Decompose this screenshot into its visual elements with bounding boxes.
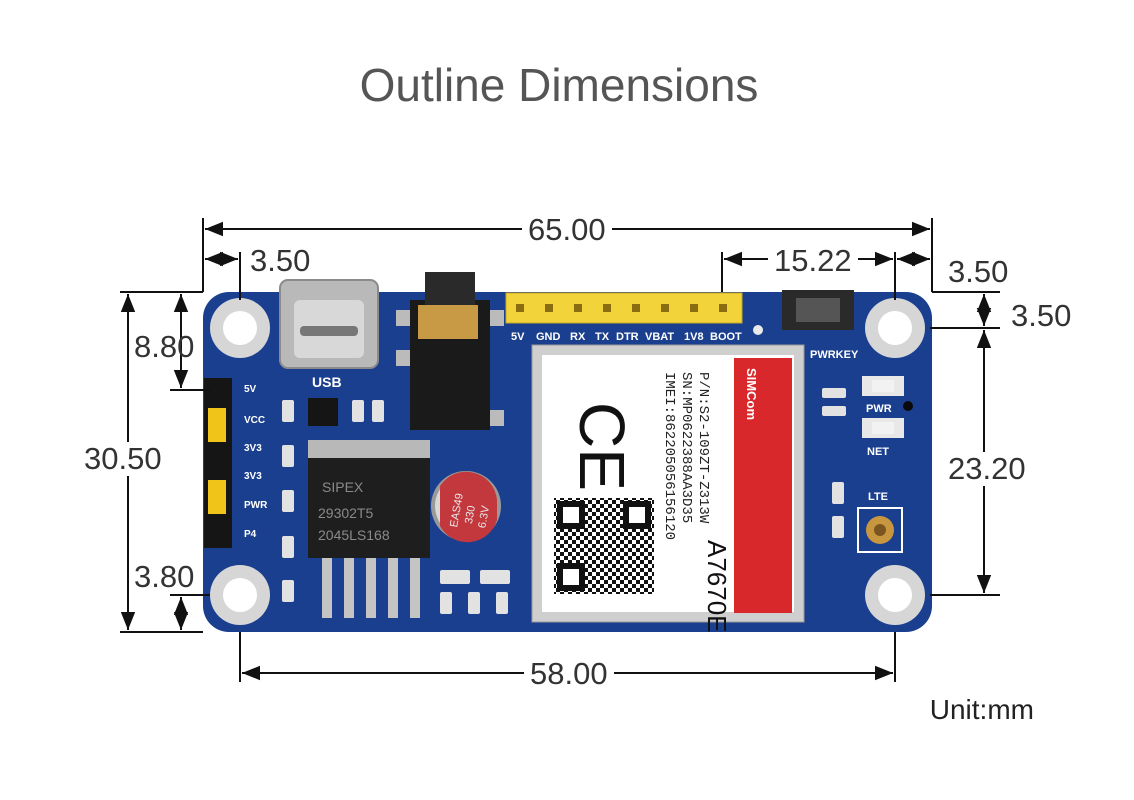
jumper-label-3v3b: 3V3 — [244, 471, 262, 482]
header-label-rx: RX — [570, 331, 586, 343]
jumper-block — [204, 378, 232, 548]
regulator-text-2: 29302T5 — [318, 505, 373, 521]
unit-label: Unit:mm — [929, 694, 1034, 725]
dimension-right-hole-spacing: 23.20 — [942, 452, 1032, 486]
capacitor-text-3: 6.3V — [476, 504, 492, 529]
dimension-bottom-margin: 3.80 — [134, 559, 195, 594]
header-label-tx: TX — [595, 331, 610, 343]
lte-antenna-connector — [857, 507, 903, 553]
electrolytic-capacitor — [431, 471, 501, 543]
simcom-logo: SIMCom — [744, 368, 759, 420]
lte-label: LTE — [868, 491, 888, 503]
led-label-net: NET — [867, 446, 889, 458]
module-model: A7670E — [702, 540, 732, 633]
page-title: Outline Dimensions — [359, 59, 759, 111]
mounting-hole-br — [865, 565, 925, 625]
header-label-vbat: VBAT — [645, 331, 674, 343]
mounting-hole-bl — [210, 565, 270, 625]
capacitor-text-2: 330 — [463, 505, 478, 525]
mounting-hole-tl — [210, 298, 270, 358]
module-pn: P/N:S2-109ZT-Z313W — [695, 372, 711, 524]
dimension-hole-spacing-height: 30.50 — [78, 442, 168, 476]
dimension-hole-spacing-width: 58.00 — [524, 657, 614, 691]
dimension-usb-height: 8.80 — [134, 329, 195, 364]
ic-small — [308, 398, 338, 426]
jumper-label-5v: 5V — [244, 384, 257, 395]
dimension-top-margin: 3.50 — [1011, 298, 1072, 333]
regulator-text-1: SIPEX — [322, 479, 364, 495]
pwrkey-button — [782, 290, 854, 330]
led-label-pwr: PWR — [866, 403, 892, 415]
led-net — [862, 418, 904, 438]
header-label-boot: BOOT — [710, 331, 742, 343]
voltage-regulator — [308, 440, 430, 618]
module-imei: IMEI:862205056156120 — [661, 372, 677, 540]
boot-test-point — [753, 325, 763, 335]
smd-components — [282, 388, 846, 614]
header-label-1v8: 1V8 — [684, 331, 704, 343]
header-label-dtr: DTR — [616, 331, 639, 343]
usb-label: USB — [312, 374, 342, 390]
jumper-label-3v3a: 3V3 — [244, 443, 262, 454]
simcom-module — [531, 344, 805, 623]
pwrkey-label: PWRKEY — [810, 349, 859, 361]
led-pwr — [862, 376, 904, 396]
regulator-text-3: 2045LS168 — [318, 527, 390, 543]
audio-jack — [396, 272, 504, 430]
pin-header — [505, 292, 743, 324]
dimension-overall-width: 65.00 — [522, 213, 612, 247]
usb-c-connector — [279, 279, 379, 369]
header-label-gnd: GND — [536, 331, 561, 343]
ce-mark: CE — [566, 402, 638, 491]
test-point — [903, 401, 913, 411]
dimension-right-margin: 3.50 — [948, 254, 1009, 289]
jumper-label-p4: P4 — [244, 529, 257, 540]
mounting-hole-tr — [865, 298, 925, 358]
capacitor-text-1: EAS49 — [448, 492, 466, 528]
header-label-5v: 5V — [511, 331, 525, 343]
dimension-pwrkey-offset: 15.22 — [768, 244, 858, 278]
module-sn: SN:MP0622388AA3D35 — [678, 372, 694, 523]
jumper-label-pwr: PWR — [244, 500, 268, 511]
dimension-left-margin: 3.50 — [244, 244, 317, 278]
jumper-label-vcc: VCC — [244, 415, 265, 426]
